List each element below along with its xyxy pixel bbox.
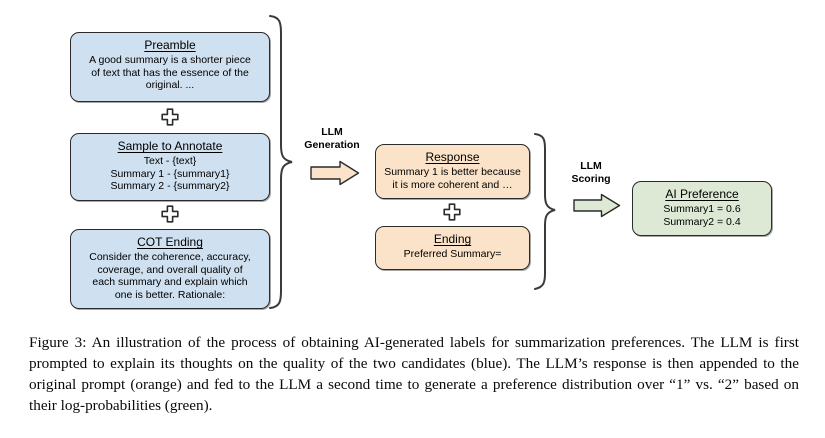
node-preamble-line-1: A good summary is a shorter piece	[89, 54, 251, 66]
label-llm-generation-line-1: LLM	[321, 126, 343, 138]
node-cot-line-2: coverage, and overall quality of	[97, 263, 243, 276]
node-sample-to-annotate: Sample to Annotate Text - {text} Summary…	[70, 133, 270, 201]
node-ending-title: Ending	[433, 232, 472, 246]
node-sample-line-1: Text - {text}	[143, 155, 197, 167]
node-preamble-line-2: of text that has the essence of the	[91, 66, 249, 79]
node-ai-preference-line-1: Summary1 = 0.6	[663, 203, 741, 215]
figure-caption: Figure 3: An illustration of the process…	[29, 334, 799, 414]
node-ending: Ending Preferred Summary=	[375, 226, 530, 270]
node-ai-preference-title: AI Preference	[665, 187, 739, 201]
node-sample-title: Sample to Annotate	[117, 139, 223, 153]
node-response-body: Summary 1 is better because it is more c…	[382, 166, 523, 191]
brace-second-prompt-group	[533, 132, 557, 291]
plus-icon	[161, 205, 179, 223]
label-llm-scoring: LLM Scoring	[560, 160, 622, 185]
node-cot-line-3: each summary and explain which	[92, 276, 248, 289]
node-response-line-1: Summary 1 is better because	[384, 166, 521, 178]
node-ai-preference-body: Summary1 = 0.6 Summary2 = 0.4	[639, 203, 765, 228]
right-block-arrow-icon	[573, 193, 621, 218]
node-sample-line-2: Summary 1 - {summary1}	[110, 167, 230, 180]
node-response-title: Response	[425, 150, 480, 164]
node-response-line-2: it is more coherent and …	[392, 178, 513, 191]
right-block-arrow-icon	[310, 160, 360, 186]
node-sample-line-3: Summary 2 - {summary2}	[110, 180, 230, 193]
label-llm-scoring-line-2: Scoring	[571, 172, 611, 185]
node-ai-preference-line-2: Summary2 = 0.4	[663, 215, 741, 228]
node-preamble-line-3: original. ...	[145, 79, 195, 92]
node-cot-title: COT Ending	[137, 235, 203, 249]
plus-icon	[161, 108, 179, 126]
node-cot-line-4: one is better. Rationale:	[114, 288, 226, 301]
label-llm-generation: LLM Generation	[296, 126, 368, 151]
node-cot-ending: COT Ending Consider the coherence, accur…	[70, 229, 270, 309]
node-preamble-body: A good summary is a shorter piece of tex…	[77, 54, 263, 92]
node-cot-line-1: Consider the coherence, accuracy,	[89, 251, 251, 263]
node-preamble: Preamble A good summary is a shorter pie…	[70, 32, 270, 102]
node-sample-body: Text - {text} Summary 1 - {summary1} Sum…	[77, 155, 263, 193]
brace-prompt-group	[268, 14, 294, 310]
node-ai-preference: AI Preference Summary1 = 0.6 Summary2 = …	[632, 181, 772, 236]
node-response: Response Summary 1 is better because it …	[375, 144, 530, 199]
figure-diagram: Preamble A good summary is a shorter pie…	[70, 14, 772, 310]
node-ending-body: Preferred Summary=	[382, 248, 523, 261]
node-cot-body: Consider the coherence, accuracy, covera…	[77, 251, 263, 301]
label-llm-scoring-line-1: LLM	[580, 160, 602, 172]
label-llm-generation-line-2: Generation	[304, 138, 360, 151]
node-ending-line-1: Preferred Summary=	[403, 248, 502, 260]
node-preamble-title: Preamble	[144, 38, 196, 52]
plus-icon	[443, 203, 461, 221]
